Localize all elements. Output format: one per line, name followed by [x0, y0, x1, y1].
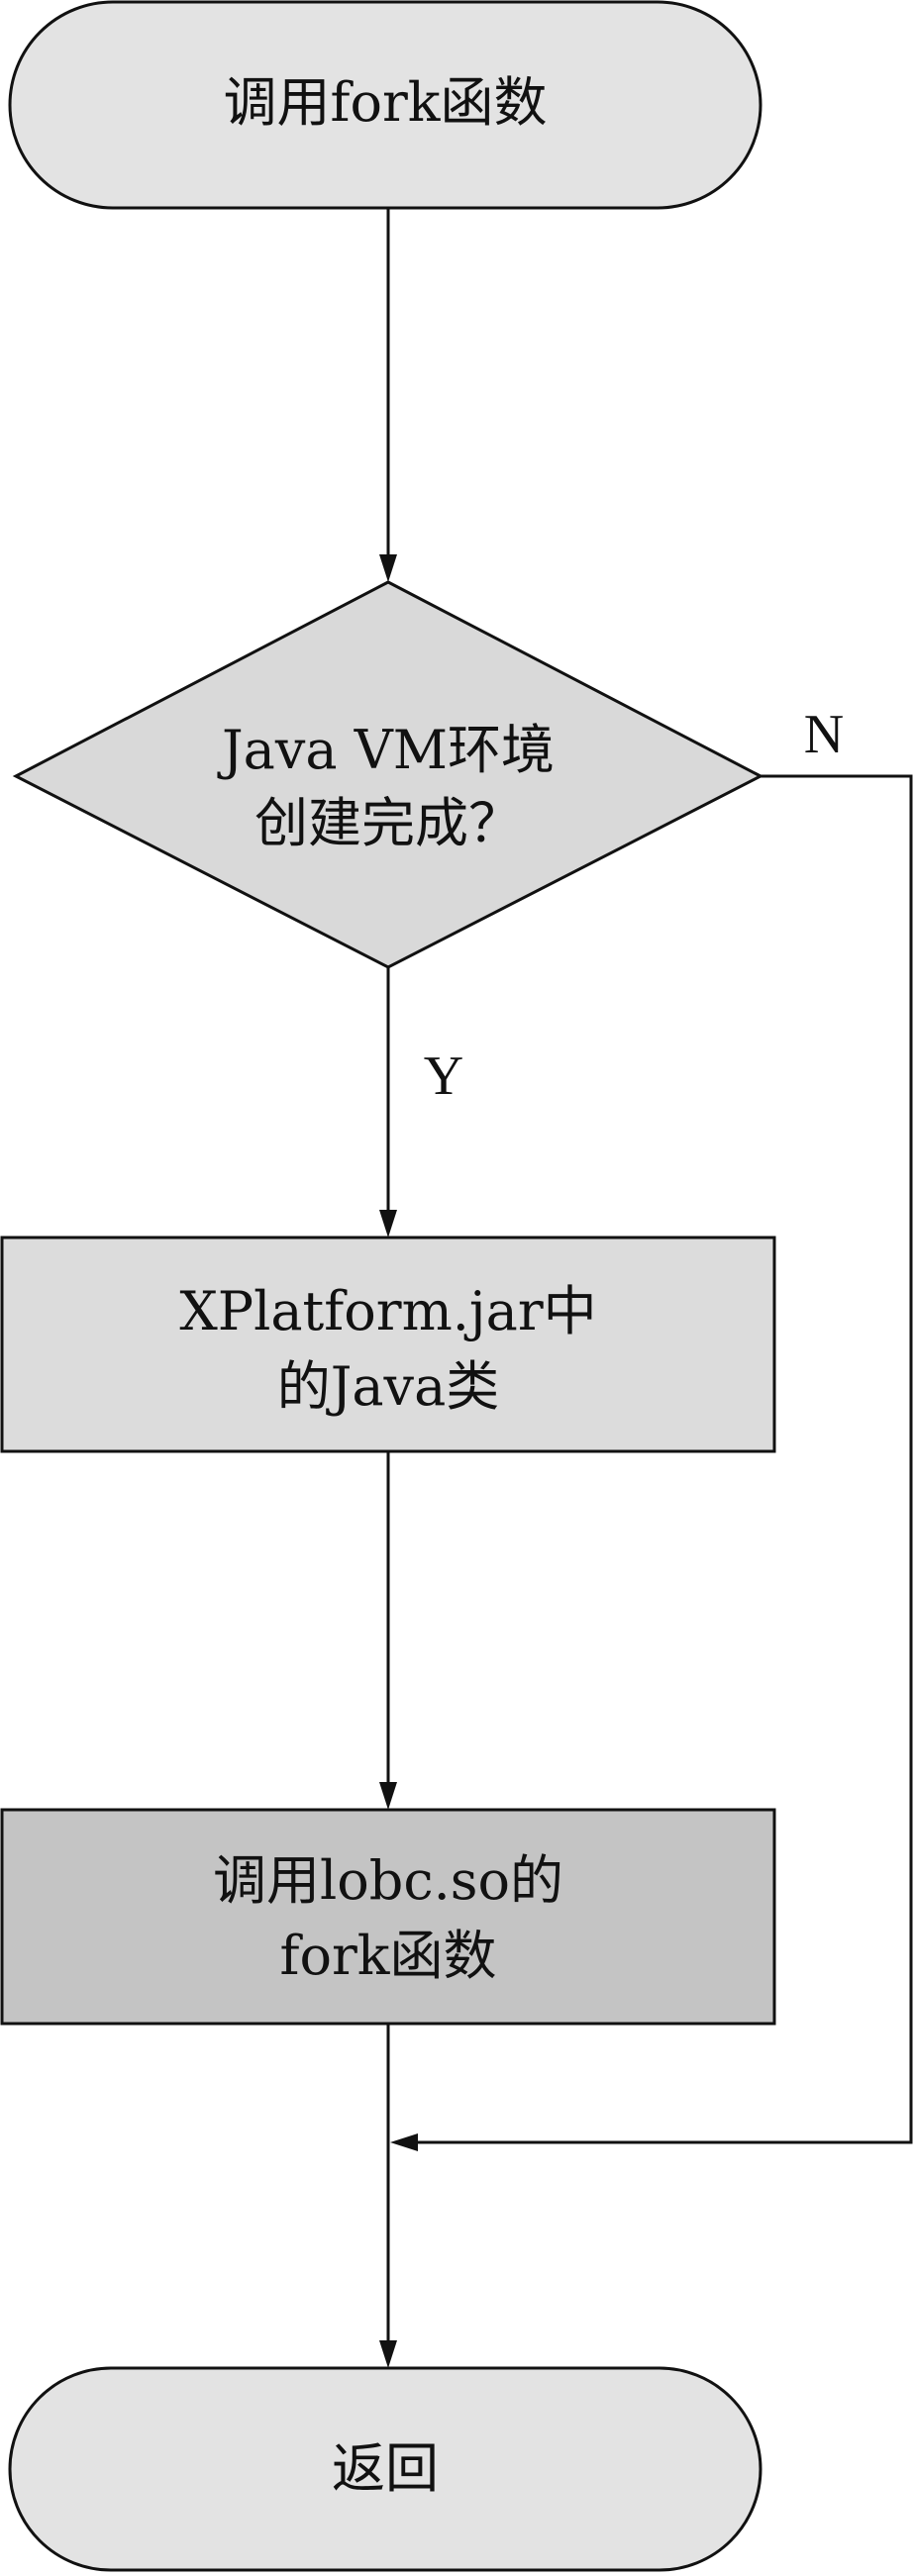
- process-2-label-line1: 调用lobc.so的: [213, 1849, 563, 1912]
- arrowhead-start-to-decision: [379, 554, 397, 582]
- arrowhead-process1-to-process2: [379, 1782, 397, 1810]
- process-node-1: XPlatform.jar中 的Java类: [0, 1236, 776, 1453]
- edge-label-yes: Y: [424, 1045, 463, 1107]
- process-1-shape: [0, 1236, 776, 1453]
- start-label: 调用fork函数: [223, 71, 547, 134]
- process-node-2: 调用lobc.so的 fork函数: [0, 1808, 776, 2026]
- process-1-label-line2: 的Java类: [277, 1355, 500, 1418]
- end-terminal-shape: [8, 2366, 762, 2572]
- end-node: 返回: [8, 2366, 762, 2572]
- edge-decision-no-branch: [416, 774, 913, 2144]
- arrowhead-no-branch-merge: [390, 2133, 418, 2151]
- decision-label-line2: 创建完成？: [254, 792, 522, 854]
- process-2-label-line2: fork函数: [279, 1925, 496, 1987]
- arrowhead-process2-to-end: [379, 2340, 397, 2368]
- start-node: 调用fork函数: [8, 0, 762, 210]
- end-label: 返回: [332, 2437, 439, 2500]
- process-1-label-line1: XPlatform.jar中: [179, 1280, 596, 1342]
- process-2-shape: [0, 1808, 776, 2026]
- edge-label-no: N: [804, 704, 844, 765]
- decision-label-line1: Java VM环境: [217, 719, 555, 781]
- decision-node: Java VM环境 创建完成？: [12, 580, 764, 969]
- arrowhead-decision-to-process1: [379, 1210, 397, 1238]
- start-terminal-shape: [8, 0, 762, 210]
- edges: Y N: [379, 208, 913, 2368]
